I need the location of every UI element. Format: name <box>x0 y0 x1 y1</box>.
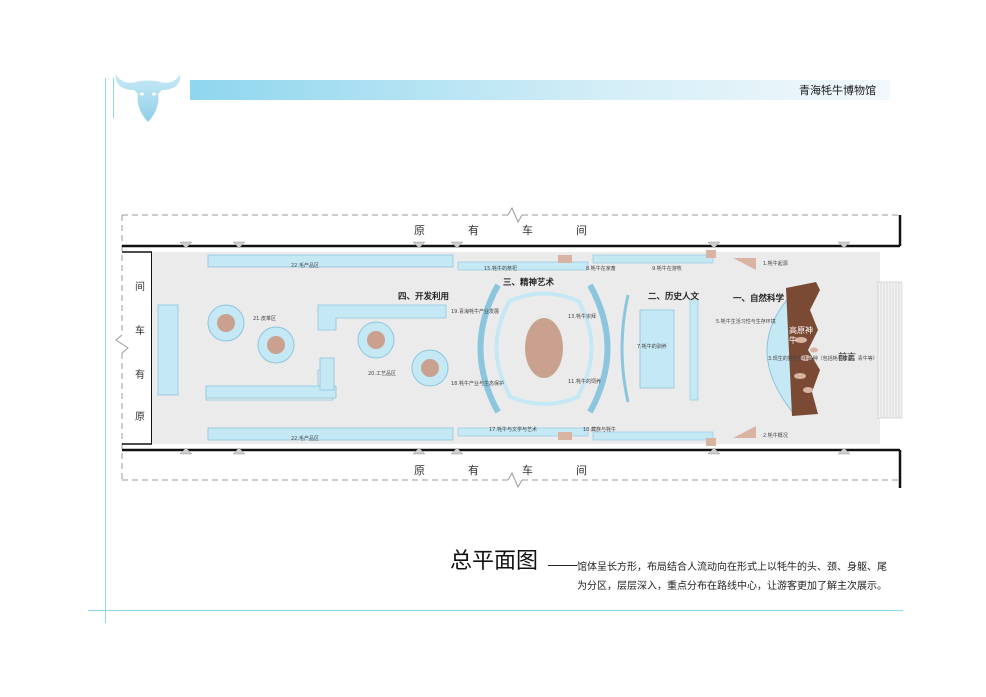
zone-label: 22.毛产品区 <box>291 436 319 442</box>
entrance-stairs <box>877 281 903 419</box>
zone-label: 1.牦牛起源 <box>763 261 788 267</box>
workshop-top-3: 车 <box>522 224 533 237</box>
zone-label: 21.皮革区 <box>253 316 276 322</box>
break-top <box>507 206 523 224</box>
oval-gallery <box>457 255 611 440</box>
zone-label: 17.牦牛与文学与艺术 <box>489 427 537 433</box>
workshop-left-4: 原 <box>135 412 145 423</box>
display-counters <box>157 254 454 441</box>
round-stands <box>207 304 449 387</box>
zone-label: 20.工艺品区 <box>368 371 396 377</box>
zone-label: 7.牦牛的驯养 <box>637 344 667 350</box>
workshop-top-4: 间 <box>576 224 587 237</box>
header-title: 青海牦牛博物馆 <box>799 84 876 97</box>
zone-label: 15.牦牛的祭祀 <box>484 266 517 272</box>
zone-label: 19.青海牦牛产业发展 <box>451 309 499 315</box>
yak-logo-icon <box>115 74 181 122</box>
workshop-left-3: 有 <box>135 370 145 381</box>
workshop-bottom-3: 车 <box>522 464 533 477</box>
workshop-bottom-2: 有 <box>468 464 479 477</box>
workshop-top-2: 有 <box>468 224 479 237</box>
workshop-bottom-4: 间 <box>576 464 587 477</box>
left-guide-line-inner <box>113 78 114 118</box>
zone-label: 10.藏族与牦牛 <box>583 427 616 433</box>
section2-walls <box>592 250 716 446</box>
section-3-title: 三、精神艺术 <box>503 278 555 288</box>
floor-plan <box>115 206 903 489</box>
zone-label: 22.毛产品区 <box>291 263 319 269</box>
zone-label: 5.牦牛生活习性与生存环境 <box>716 319 776 325</box>
page-title: 总平面图 <box>450 549 539 574</box>
zone-label: 18.牦牛产业与生态保护 <box>451 381 504 387</box>
workshop-top-1: 原 <box>414 224 425 237</box>
section-1-title: 一、自然科学 <box>733 294 785 304</box>
zone-label: 3.现生的野生牦牛品种（包括牦牛藏獒、青牛等） <box>768 356 878 362</box>
bottom-guide-line <box>88 610 903 611</box>
title-rule <box>548 565 577 566</box>
section-2-title: 二、历史人文 <box>648 292 700 302</box>
zone-label: 11.牦牛的饲养 <box>568 379 601 385</box>
entrance-label: 前言 <box>838 353 857 363</box>
zone-label: 2.牦牛概况 <box>763 433 788 439</box>
caption-line-1: 馆体呈长方形，布局结合人流动向在形式上以牦牛的头、颈、身躯、尾 <box>577 562 887 573</box>
section1-walls <box>733 258 820 438</box>
caption-line-2: 为分区，层层深入，重点分布在路线中心，让游客更加了解主次展示。 <box>577 581 887 592</box>
header-bar: 青海牦牛博物馆 <box>190 80 890 100</box>
left-guide-line <box>105 78 106 623</box>
workshop-left-2: 车 <box>135 326 145 337</box>
zone-label: 9.牦牛在游牧 <box>652 266 682 272</box>
workshop-bottom-1: 原 <box>414 464 425 477</box>
zone-label: 8.牦牛在家畜 <box>586 266 616 272</box>
caption-description: 馆体呈长方形，布局结合人流动向在形式上以牦牛的头、颈、身躯、尾 为分区，层层深入… <box>577 558 887 596</box>
workshop-left-1: 间 <box>135 282 145 293</box>
zone-label: 13.牦牛崇拜 <box>568 314 596 320</box>
door-markers <box>179 241 851 455</box>
exhibit-block-label: 高原神牛 <box>789 326 813 345</box>
section-4-title: 四、开发利用 <box>398 292 450 302</box>
